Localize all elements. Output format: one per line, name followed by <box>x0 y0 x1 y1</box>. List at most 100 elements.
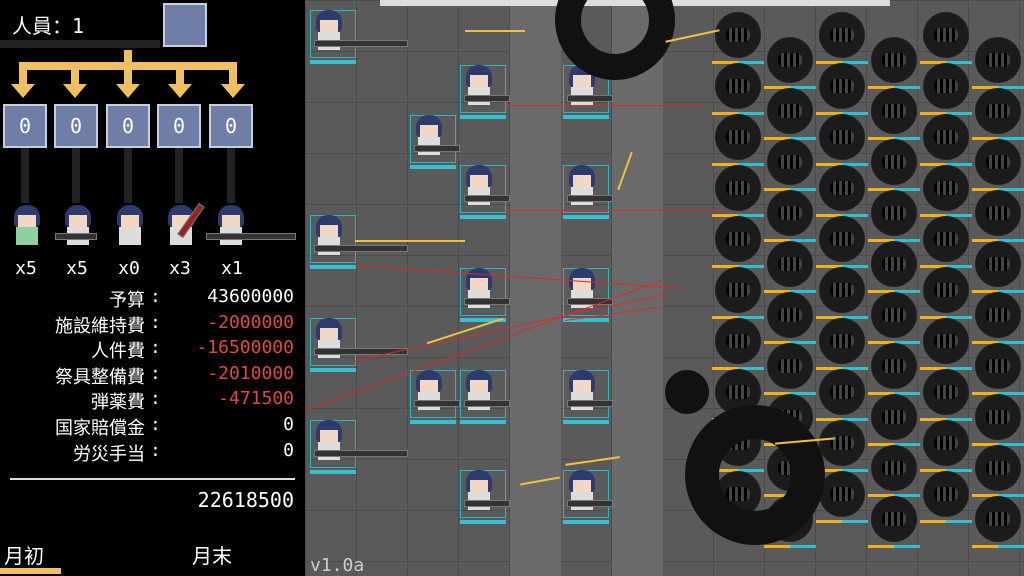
allied-soldier[interactable] <box>410 370 460 430</box>
enemy-grinning-orb[interactable] <box>816 267 868 319</box>
enemy-grinning-orb[interactable] <box>764 37 816 89</box>
enemy-grinning-orb[interactable] <box>972 88 1024 140</box>
enemy-grinning-orb[interactable] <box>972 241 1024 293</box>
enemy-grinning-orb[interactable] <box>920 114 972 166</box>
arrow-stem-4 <box>176 62 184 86</box>
equipment-value: -2010000 <box>207 363 294 384</box>
unit-type-shield[interactable] <box>111 205 151 255</box>
allocation-slot-1[interactable]: 0 <box>3 104 47 148</box>
enemy-grinning-orb[interactable] <box>816 165 868 217</box>
allied-soldier[interactable] <box>410 115 460 175</box>
enemy-grinning-orb[interactable] <box>712 318 764 370</box>
enemy-grinning-orb[interactable] <box>972 190 1024 242</box>
allied-soldier[interactable] <box>310 215 408 275</box>
enemy-grinning-orb[interactable] <box>920 420 972 472</box>
colon: : <box>150 312 161 333</box>
allied-soldier[interactable] <box>460 65 510 125</box>
unit-type-gunner[interactable] <box>55 205 99 255</box>
arrow-down-icon <box>168 84 192 98</box>
battlefield[interactable] <box>305 0 1024 576</box>
enemy-grinning-orb[interactable] <box>868 445 920 497</box>
enemy-grinning-orb[interactable] <box>920 471 972 523</box>
allied-soldier[interactable] <box>310 10 408 70</box>
allied-soldier[interactable] <box>460 470 510 530</box>
enemy-grinning-orb[interactable] <box>972 394 1024 446</box>
allied-soldier[interactable] <box>563 470 613 530</box>
slot-post <box>175 148 183 203</box>
enemy-grinning-orb[interactable] <box>712 63 764 115</box>
enemy-grinning-orb[interactable] <box>972 445 1024 497</box>
enemy-grinning-orb[interactable] <box>764 139 816 191</box>
enemy-grinning-orb[interactable] <box>816 63 868 115</box>
enemy-grinning-orb[interactable] <box>868 292 920 344</box>
allied-soldier[interactable] <box>310 420 408 480</box>
enemy-grinning-orb[interactable] <box>868 88 920 140</box>
enemy-grinning-orb[interactable] <box>920 267 972 319</box>
enemy-grinning-orb[interactable] <box>764 343 816 395</box>
enemy-grinning-orb[interactable] <box>920 318 972 370</box>
unit-type-medic[interactable] <box>8 205 48 255</box>
allied-soldier[interactable] <box>310 318 408 378</box>
allied-soldier[interactable] <box>460 165 510 225</box>
colon: : <box>150 388 161 409</box>
enemy-grinning-orb[interactable] <box>712 267 764 319</box>
balance-total: 22618500 <box>197 488 294 512</box>
workers-comp-value: 0 <box>283 440 294 461</box>
enemy-grinning-orb[interactable] <box>712 12 764 64</box>
allocation-slot-4[interactable]: 0 <box>157 104 201 148</box>
unit-count-sniper: x1 <box>221 258 243 279</box>
blast-core <box>665 370 709 414</box>
enemy-grinning-orb[interactable] <box>868 496 920 548</box>
staff-toggle-button[interactable] <box>163 3 207 47</box>
compensation-value: 0 <box>283 414 294 435</box>
enemy-grinning-orb[interactable] <box>920 216 972 268</box>
enemy-grinning-orb[interactable] <box>920 165 972 217</box>
allied-soldier[interactable] <box>460 370 510 430</box>
enemy-grinning-orb[interactable] <box>868 139 920 191</box>
enemy-grinning-orb[interactable] <box>816 420 868 472</box>
enemy-grinning-orb[interactable] <box>816 318 868 370</box>
enemy-grinning-orb[interactable] <box>816 216 868 268</box>
allied-soldier[interactable] <box>563 65 613 125</box>
unit-type-spear[interactable] <box>162 202 205 255</box>
enemy-grinning-orb[interactable] <box>816 114 868 166</box>
allocation-slot-5[interactable]: 0 <box>209 104 253 148</box>
enemy-grinning-orb[interactable] <box>712 165 764 217</box>
unit-type-sniper[interactable] <box>206 205 302 255</box>
compensation-label: 国家賠償金 <box>55 418 145 439</box>
allied-soldier[interactable] <box>563 268 613 328</box>
enemy-grinning-orb[interactable] <box>816 471 868 523</box>
enemy-grinning-orb[interactable] <box>764 241 816 293</box>
enemy-grinning-orb[interactable] <box>712 114 764 166</box>
enemy-grinning-orb[interactable] <box>816 369 868 421</box>
enemy-grinning-orb[interactable] <box>972 496 1024 548</box>
enemy-grinning-orb[interactable] <box>868 190 920 242</box>
enemy-grinning-orb[interactable] <box>712 216 764 268</box>
allocation-slot-3[interactable]: 0 <box>106 104 150 148</box>
enemy-grinning-orb[interactable] <box>816 12 868 64</box>
arrow-down-icon <box>11 84 35 98</box>
enemy-grinning-orb[interactable] <box>868 37 920 89</box>
enemy-grinning-orb[interactable] <box>972 139 1024 191</box>
allied-soldier[interactable] <box>563 370 613 430</box>
enemy-grinning-orb[interactable] <box>764 292 816 344</box>
enemy-grinning-orb[interactable] <box>764 88 816 140</box>
enemy-grinning-orb[interactable] <box>868 241 920 293</box>
arrow-stem-1 <box>19 62 27 86</box>
ammo-value: -471500 <box>218 388 294 409</box>
enemy-grinning-orb[interactable] <box>972 343 1024 395</box>
enemy-grinning-orb[interactable] <box>868 343 920 395</box>
enemy-grinning-orb[interactable] <box>972 292 1024 344</box>
enemy-grinning-orb[interactable] <box>972 37 1024 89</box>
enemy-grinning-orb[interactable] <box>868 394 920 446</box>
allocation-slot-2[interactable]: 0 <box>54 104 98 148</box>
allied-soldier[interactable] <box>563 165 613 225</box>
lane-highlight <box>510 0 561 576</box>
personnel-value: -16500000 <box>196 337 294 358</box>
enemy-grinning-orb[interactable] <box>920 63 972 115</box>
enemy-grinning-orb[interactable] <box>920 369 972 421</box>
ledger-divider <box>10 478 295 480</box>
enemy-grinning-orb[interactable] <box>764 190 816 242</box>
arrow-stem-5 <box>229 62 237 86</box>
enemy-grinning-orb[interactable] <box>920 12 972 64</box>
